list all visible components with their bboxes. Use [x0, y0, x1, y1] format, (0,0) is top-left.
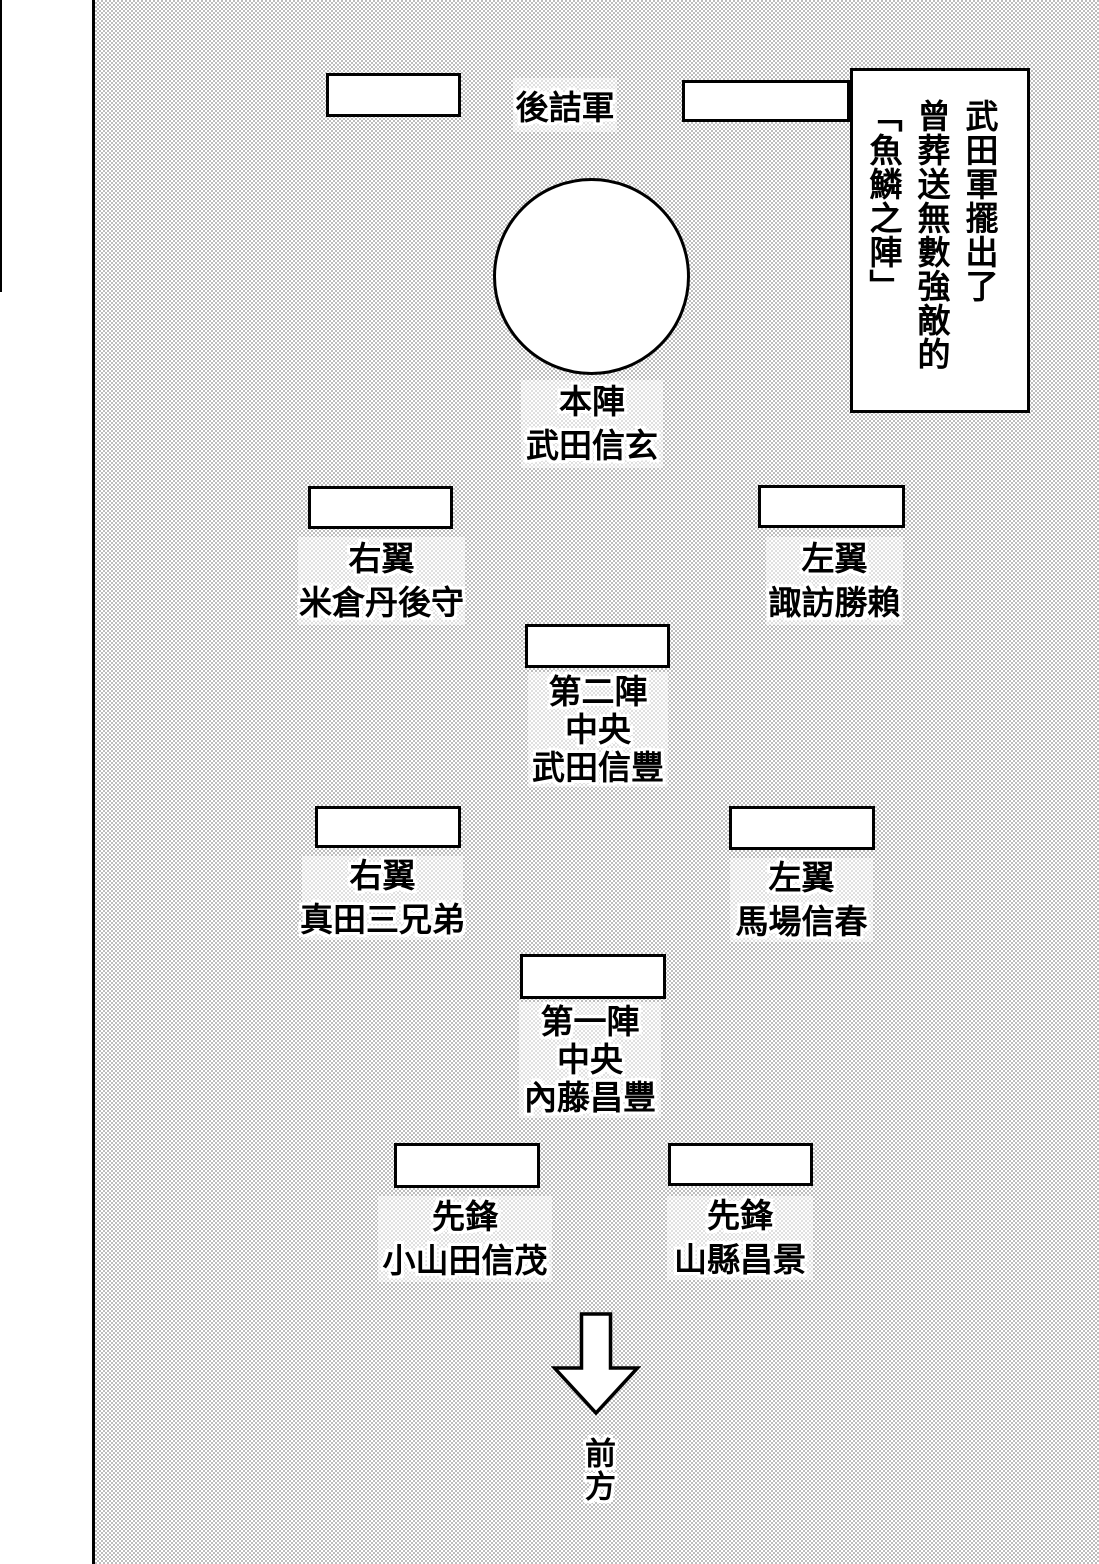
- second-line-center-label-backdrop: 第二陣 中央 武田信豐: [528, 672, 668, 787]
- second-line-left-wing-box: [758, 485, 905, 528]
- rear-guard-label-backdrop: 後詰軍: [513, 78, 617, 132]
- second-line-right-wing-role: 右翼: [348, 540, 415, 577]
- second-line-right-wing-name: 米倉丹後守: [299, 584, 464, 621]
- first-line-center-position: 中央: [557, 1041, 623, 1078]
- rear-guard-left-box: [326, 73, 461, 117]
- rear-guard-label: 後詰軍: [515, 89, 615, 126]
- advance-direction-arrow-icon: [550, 1312, 642, 1416]
- second-line-right-wing-label-backdrop: 右翼 米倉丹後守: [298, 537, 465, 625]
- vanguard-right-role: 先鋒: [432, 1198, 498, 1235]
- first-line-left-wing-role: 左翼: [768, 859, 835, 896]
- vanguard-left-box: [668, 1143, 813, 1186]
- first-line-right-wing-role: 右翼: [349, 857, 416, 894]
- second-line-left-wing-role: 左翼: [801, 540, 868, 577]
- second-line-right-wing-box: [308, 486, 453, 529]
- first-line-center-name: 內藤昌豐: [524, 1079, 656, 1116]
- first-line-right-wing-box: [315, 806, 461, 848]
- second-line-center-position: 中央: [565, 710, 631, 748]
- second-line-center-role: 第二陣: [548, 672, 648, 710]
- first-line-right-wing-label-backdrop: 右翼 真田三兄弟: [300, 856, 465, 940]
- second-line-center-name: 武田信豐: [532, 748, 664, 786]
- first-line-left-wing-label-backdrop: 左翼 馬場信春: [730, 858, 873, 942]
- first-line-left-wing-box: [729, 806, 875, 850]
- main-camp-label-backdrop: 本陣 武田信玄: [521, 380, 663, 468]
- first-line-left-wing-name: 馬場信春: [735, 903, 868, 940]
- page-edge-line: [0, 0, 2, 292]
- first-line-center-label-backdrop: 第一陣 中央 內藤昌豐: [519, 1002, 661, 1118]
- second-line-left-wing-name: 諏訪勝賴: [768, 584, 901, 621]
- first-line-right-wing-name: 真田三兄弟: [300, 901, 465, 938]
- caption-box: 武田軍擺出了 曾葬送無數強敵的 「魚鱗之陣」: [850, 68, 1030, 413]
- first-line-center-box: [520, 954, 666, 999]
- front-label: 前方: [580, 1437, 615, 1503]
- vanguard-left-name: 山縣昌景: [674, 1241, 806, 1278]
- main-camp-circle: [493, 178, 690, 375]
- vanguard-left-role: 先鋒: [707, 1197, 773, 1234]
- rear-guard-right-box: [682, 80, 850, 122]
- second-line-center-box: [525, 624, 670, 668]
- vanguard-right-box: [394, 1143, 540, 1188]
- vanguard-left-label-backdrop: 先鋒 山縣昌景: [667, 1196, 813, 1280]
- main-camp-name: 武田信玄: [526, 427, 658, 464]
- vanguard-right-name: 小山田信茂: [382, 1242, 548, 1279]
- main-camp-role: 本陣: [559, 383, 625, 420]
- caption-text: 武田軍擺出了 曾葬送無數強敵的 「魚鱗之陣」: [865, 99, 998, 371]
- vanguard-right-label-backdrop: 先鋒 小山田信茂: [378, 1196, 552, 1282]
- second-line-left-wing-label-backdrop: 左翼 諏訪勝賴: [766, 537, 903, 625]
- first-line-center-role: 第一陣: [540, 1003, 640, 1040]
